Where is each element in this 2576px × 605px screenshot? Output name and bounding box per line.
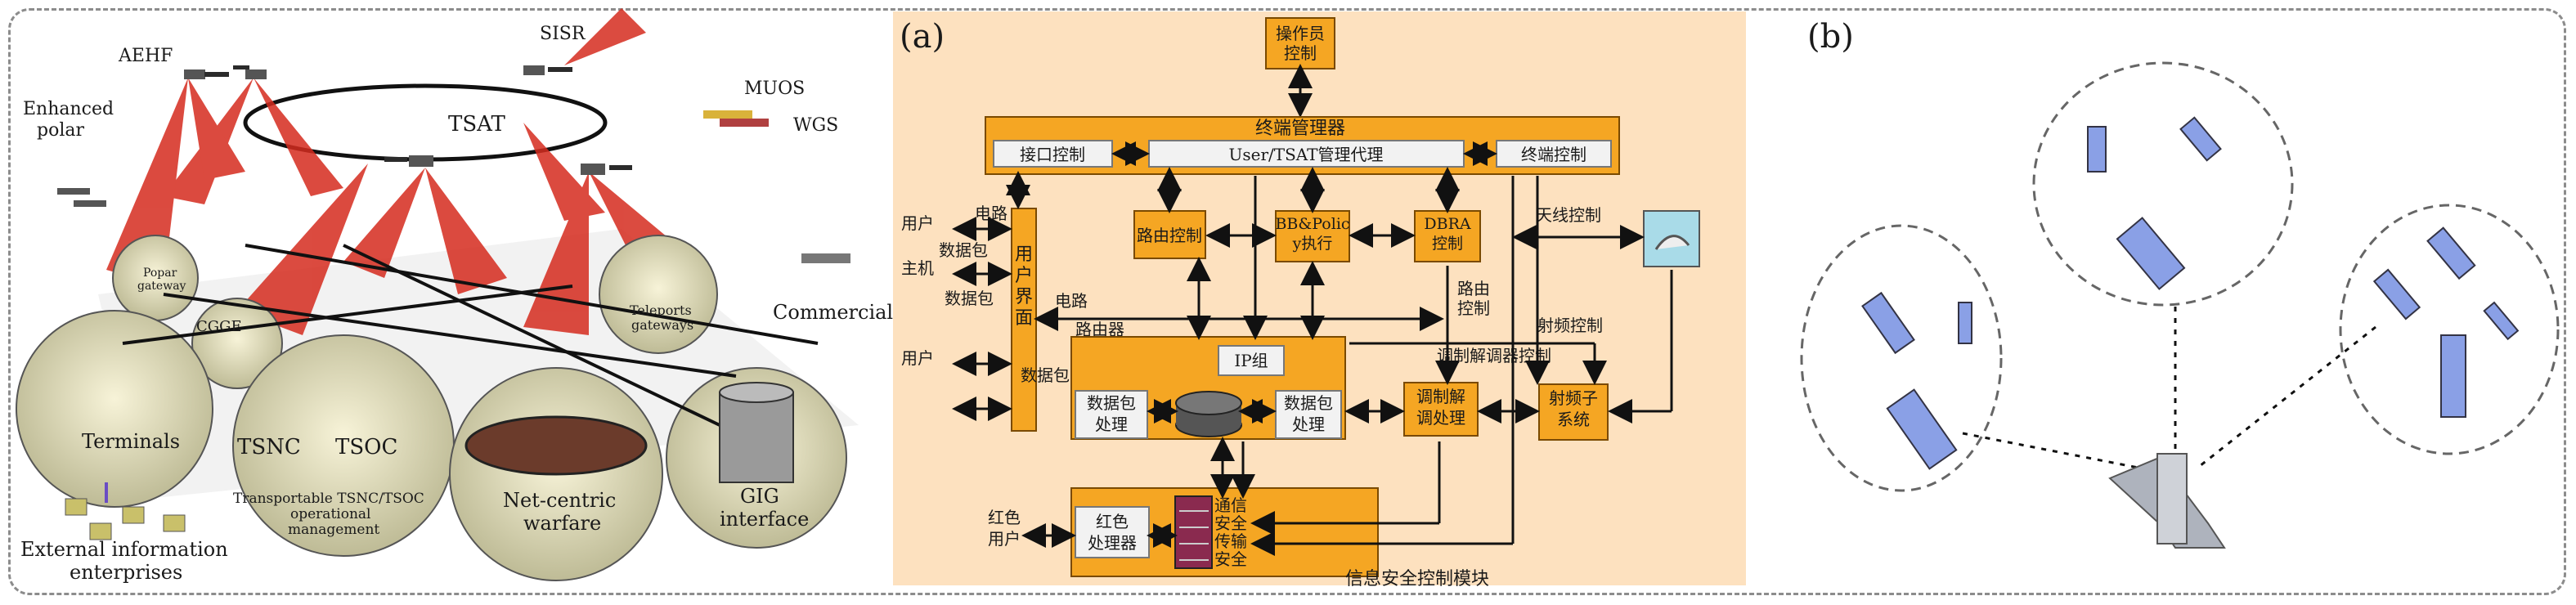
label-tsnc: TSNC [237, 435, 301, 459]
route-ctrl-block [1133, 210, 1206, 259]
satellites [57, 65, 850, 263]
modem-block [1403, 382, 1479, 437]
host-label: 主机 [901, 258, 934, 278]
bb-policy-block [1275, 210, 1350, 262]
label-commercial: Commercial [773, 301, 893, 324]
beams [106, 8, 687, 335]
operator-block [1265, 17, 1335, 69]
red-processor-box [1075, 506, 1150, 558]
circuit-label-2: 电路 [1055, 291, 1088, 311]
coverage-circles [1800, 61, 2560, 492]
panel-a-label: (a) [900, 18, 945, 56]
constellation-sats [1861, 116, 2520, 470]
outer-frame [8, 8, 2566, 595]
route-ctrl-label: 路由控制 [1137, 226, 1202, 245]
label-aehf: AEHF [118, 46, 173, 66]
red-user-label: 红色用户 [988, 508, 1021, 549]
route-ctrl-2-label: 路由控制 [1457, 279, 1490, 318]
terminal-manager-label: 终端管理器 [1255, 119, 1345, 139]
interface-ctrl-label: 接口控制 [1020, 145, 1085, 164]
panel-b-label: (b) [1807, 18, 1854, 56]
red-processor-label: 红色处理器 [1088, 512, 1137, 553]
comsec-label: 通信安全传输安全 [1214, 495, 1247, 569]
comsec-device [1174, 495, 1213, 569]
user-label-2: 用户 [901, 348, 934, 368]
modem-ctrl-label: 调制解调器控制 [1437, 346, 1551, 365]
label-tsat: TSAT [448, 112, 506, 137]
panel-a: (a) 操作员控制 终端管理器 接口控制 User/TSAT管理代理 终端控制 … [893, 11, 1746, 589]
packet-label-2: 数据包 [945, 289, 994, 308]
packet-label-1: 数据包 [939, 240, 988, 260]
label-terminals: Terminals [82, 430, 180, 453]
ip-group-label: IP组 [1234, 351, 1268, 370]
panel-b: (b) [1800, 18, 2560, 549]
network-links [122, 244, 819, 427]
user-tsat-label: User/TSAT管理代理 [1229, 145, 1384, 164]
packet-label-3: 数据包 [1021, 365, 1070, 385]
label-wgs: WGS [793, 115, 838, 136]
label-cgge: CGGE [196, 318, 242, 335]
pkt-proc-2-box [1275, 390, 1342, 439]
user-interface-label: 用户界面 [1015, 244, 1033, 329]
terminal-ctrl-label: 终端控制 [1521, 145, 1586, 164]
label-muos: MUOS [744, 78, 805, 99]
circuit-label-1: 电路 [975, 204, 1008, 223]
modem-label: 调制解调处理 [1416, 387, 1465, 428]
pkt-proc-1-box [1075, 390, 1148, 439]
interface-ctrl-box [993, 140, 1113, 168]
dbra-block [1414, 210, 1481, 262]
rf-ctrl-label: 射频控制 [1537, 316, 1603, 335]
pkt-proc-2-label: 数据包处理 [1284, 393, 1333, 434]
rf-subsystem-label: 射频子系统 [1549, 388, 1598, 429]
ground-station-icon [2108, 453, 2226, 549]
links [1962, 307, 2376, 472]
label-tsoc: TSOC [335, 435, 397, 459]
pkt-proc-1-label: 数据包处理 [1087, 393, 1136, 434]
infosec-label: 信息安全控制模块 [1345, 569, 1489, 589]
operator-label: 操作员控制 [1276, 24, 1325, 63]
label-sisr: SISR [540, 24, 586, 44]
user-label-1: 用户 [901, 213, 934, 233]
terminal-ctrl-box [1496, 140, 1612, 168]
ip-group-box [1218, 345, 1285, 376]
antenna-ctrl-label: 天线控制 [1536, 205, 1601, 225]
